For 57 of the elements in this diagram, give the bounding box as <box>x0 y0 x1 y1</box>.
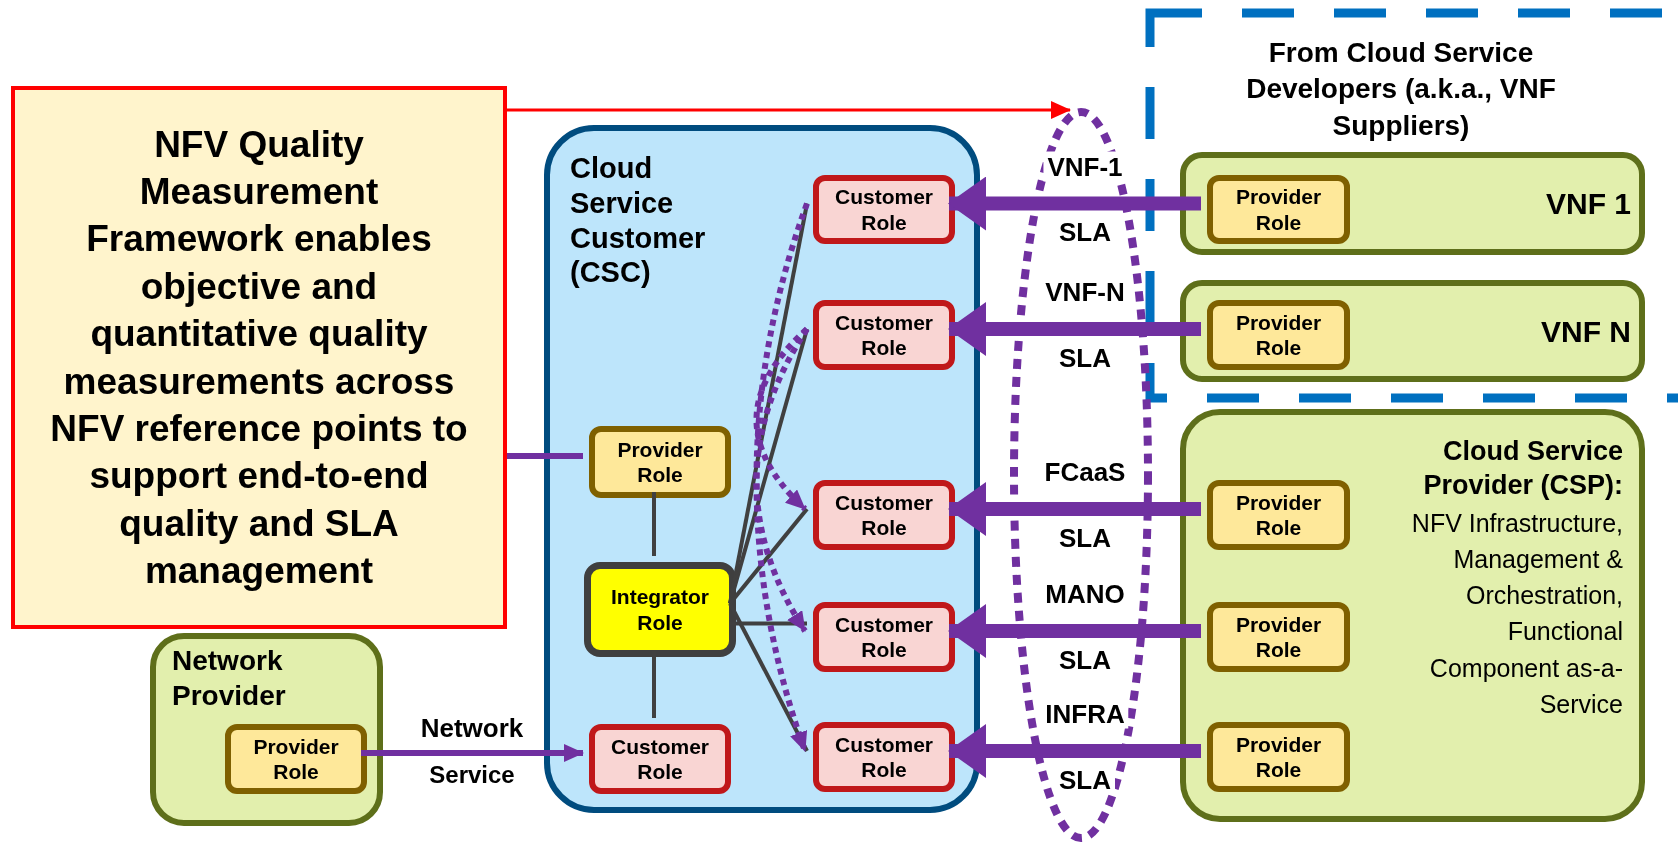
arrow <box>753 202 810 752</box>
edge-label: VNF-1 <box>1043 151 1127 181</box>
role-box <box>813 175 955 244</box>
role-box <box>1207 300 1350 370</box>
connector-line <box>728 328 809 605</box>
group-title: Cloud Service Provider (CSP): <box>1422 435 1623 502</box>
role-label: Provider Role <box>616 436 704 488</box>
role-label: Customer Role <box>834 184 934 235</box>
group-box <box>1180 152 1645 255</box>
role-label: Customer Role <box>834 731 934 783</box>
role-label: Provider Role <box>1234 309 1323 361</box>
connector-line <box>728 602 809 752</box>
container-box <box>544 125 980 813</box>
role-box <box>813 722 955 792</box>
role-box <box>813 300 955 370</box>
integrator-box <box>584 562 736 657</box>
role-label: Provider Role <box>1234 184 1323 235</box>
role-box <box>589 724 731 794</box>
role-box <box>1207 722 1350 792</box>
role-label: Provider Role <box>1234 611 1323 663</box>
arrow <box>948 176 1201 231</box>
callout-text: NFV Quality Measurement Framework enables objective and quantitative quality measurements across NFV reference points to support end-to-end quality and SLA management <box>49 122 469 593</box>
role-box <box>1207 480 1350 550</box>
role-label: Customer Role <box>834 611 934 663</box>
connector-line <box>652 492 656 556</box>
connector-line <box>507 453 583 459</box>
role-box <box>589 426 731 498</box>
arrow <box>361 744 584 762</box>
callout-box <box>11 86 507 629</box>
group-box <box>150 633 383 826</box>
role-box <box>813 480 955 550</box>
role-label: Integrator Role <box>610 584 710 635</box>
arrow <box>948 302 1201 356</box>
role-label: Customer Role <box>610 733 710 785</box>
role-label: Provider Role <box>252 733 340 785</box>
arrow <box>507 101 1071 119</box>
group-box <box>1180 280 1645 382</box>
arrow <box>753 327 810 633</box>
arrow <box>948 482 1201 536</box>
role-label: Customer Role <box>834 309 934 361</box>
group-description: NFV Infrastructure, Management & Orchestration, Functional Component as-a-Service <box>1410 507 1623 720</box>
group-title: Network Provider <box>172 644 287 713</box>
role-box <box>1207 175 1350 244</box>
group-box <box>1180 409 1645 822</box>
role-label: Provider Role <box>1234 731 1323 783</box>
role-box <box>1207 602 1350 672</box>
group-title: VNF 1 <box>1545 186 1631 222</box>
role-label: Customer Role <box>834 489 934 541</box>
role-box <box>225 724 367 794</box>
role-box <box>813 602 955 672</box>
group-title: From Cloud Service Developers (a.k.a., VNF Suppliers) <box>1245 36 1557 143</box>
container-title: Cloud Service Customer (CSC) <box>570 151 707 291</box>
arrow <box>948 604 1201 658</box>
arrow <box>948 724 1201 778</box>
role-label: Provider Role <box>1234 489 1323 541</box>
group-title: VNF N <box>1541 313 1631 350</box>
arrow <box>753 326 810 512</box>
